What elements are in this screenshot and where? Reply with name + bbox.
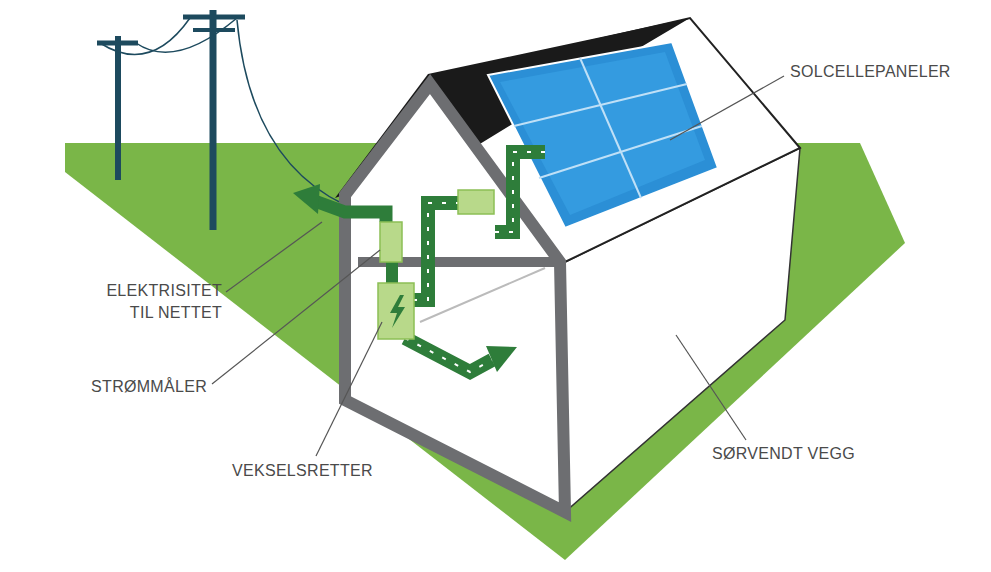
callout-label: STRØMMÅLER xyxy=(82,376,207,398)
callout-label: VEKSELSRETTER xyxy=(232,460,402,482)
arrowhead xyxy=(293,184,320,214)
flow-dots xyxy=(405,338,492,372)
panel-grid xyxy=(539,126,702,178)
power-poles xyxy=(97,10,345,230)
components xyxy=(378,190,494,339)
leader-line xyxy=(226,222,322,292)
flow-arrow xyxy=(495,152,545,232)
lightning-symbol xyxy=(390,295,405,328)
gable-interior xyxy=(345,84,565,512)
panel xyxy=(488,42,718,228)
leader-line xyxy=(212,250,380,384)
meter-box xyxy=(380,222,402,262)
flow-arrow xyxy=(412,203,460,300)
callout-label: ELEKTRISITET TIL NETTET xyxy=(88,280,222,324)
flow-dots xyxy=(495,152,545,232)
panel-grid xyxy=(514,84,687,126)
flow-arrow xyxy=(312,200,386,222)
flow-dots xyxy=(412,203,460,300)
callout-label: SOLCELLEPANELER xyxy=(790,61,980,83)
callout-label: SØRVENDT VEGG xyxy=(712,443,882,465)
pole xyxy=(115,36,121,180)
wire xyxy=(100,18,190,55)
panel-grid xyxy=(580,58,641,198)
leader-line xyxy=(670,76,784,140)
gable-frame xyxy=(345,84,565,512)
solar-panel xyxy=(488,42,718,228)
floor-line xyxy=(420,268,545,322)
crossbar xyxy=(193,28,235,32)
wire xyxy=(136,18,237,52)
panel-sheen xyxy=(500,52,705,215)
energy-flow xyxy=(293,152,545,372)
leader-lines xyxy=(212,76,784,456)
pole xyxy=(210,10,217,230)
inverter-box xyxy=(378,283,414,339)
dc-switch xyxy=(458,190,494,214)
leader-line xyxy=(316,322,382,456)
flow-arrow xyxy=(405,338,492,372)
flow-arrow xyxy=(386,262,398,283)
arrowhead xyxy=(486,346,517,372)
leader-line xyxy=(676,335,746,440)
wire xyxy=(237,20,345,205)
